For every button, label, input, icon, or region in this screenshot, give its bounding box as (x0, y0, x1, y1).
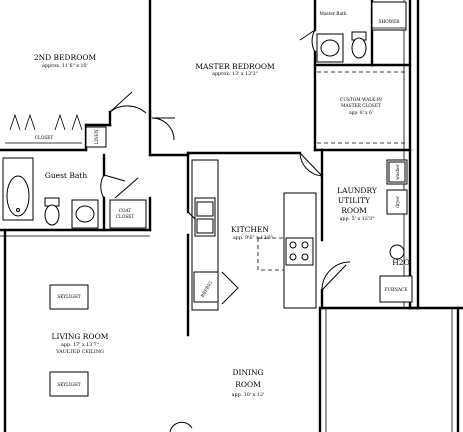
living-name: LIVING ROOM (52, 332, 109, 341)
bedroom2-dim: approx. 11'6" x 10' (42, 63, 88, 69)
guest-bath-name: Guest Bath (45, 171, 88, 180)
laundry-fixtures (379, 159, 413, 303)
shower-label: SHOWER (378, 20, 400, 25)
laundry-line1: LAUNDRY (337, 186, 378, 195)
furnace (379, 275, 413, 303)
skylight-1-label: SKYLIGHT (57, 295, 81, 300)
coat-line2: CLOSET (116, 215, 135, 220)
bedroom2-fixtures (5, 113, 107, 148)
window-lines (0, 0, 453, 432)
master-bath-name: Master Bath (319, 12, 346, 17)
living-dim: app. 17' x 13'7" (61, 342, 99, 348)
furnace-label: FURNACE (384, 288, 407, 293)
toilet (44, 204, 60, 226)
dryer-label: dryer (396, 195, 401, 208)
walkin-line1: CUSTOM WALK-IN (340, 98, 382, 103)
skylight-2 (49, 371, 89, 397)
living-fixtures (49, 284, 89, 397)
shower (371, 1, 407, 31)
dining-dim: app. 10' x 12' (232, 392, 265, 398)
h2o-label: H2O (392, 258, 409, 267)
dining-line2: ROOM (235, 380, 261, 389)
kitchen-fixtures (191, 159, 317, 311)
washer-label: washer (396, 163, 401, 180)
burner-3 (289, 253, 297, 261)
dryer (386, 189, 408, 215)
kitchen-name: KITCHEN (231, 225, 269, 234)
island-outline (257, 237, 285, 271)
doors (100, 29, 351, 432)
skylight-2-label: SKYLIGHT (57, 383, 81, 388)
laundry-line2: UTILITY (338, 196, 371, 205)
sink-basin-2 (196, 218, 214, 234)
room-labels: 2ND BEDROOM approx. 11'6" x 10' MASTER B… (34, 12, 410, 398)
walkin-fixtures (317, 71, 408, 144)
bedroom2-name: 2ND BEDROOM (34, 53, 97, 62)
skylight-1 (49, 284, 89, 310)
master-dim: approx. 13' x 12'3" (212, 71, 258, 77)
master-sink (320, 39, 340, 57)
water-heater (389, 244, 405, 260)
linen-closet (85, 126, 107, 148)
dining-line1: DINING (232, 368, 263, 377)
walkin-line2: MASTER CLOSET (341, 104, 381, 109)
refrigerator (193, 271, 219, 303)
master-name: MASTER BEDROOM (195, 62, 275, 71)
burner-4 (301, 253, 309, 261)
burner-1 (289, 241, 297, 249)
laundry-line3: ROOM (341, 206, 367, 215)
coat-line1: COAT (119, 209, 132, 214)
closet-label: CLOSET (35, 136, 54, 141)
sink-basin-1 (196, 201, 214, 217)
burner-2 (301, 241, 309, 249)
walkin-dim: app. 8' x 6' (349, 111, 373, 116)
stove (285, 237, 314, 266)
sink (75, 205, 95, 223)
guest-bath-fixtures (2, 157, 147, 229)
kitchen-dim: app. 9'6" x 12'3" (233, 235, 273, 241)
laundry-dim: app. 5' x 12'3" (340, 216, 375, 222)
master-bath-fixtures (316, 1, 407, 63)
coat-closet (109, 199, 147, 229)
master-toilet (351, 37, 367, 59)
linen-label: LINEN (95, 129, 100, 144)
living-note: VAULTED CEILING (55, 349, 104, 355)
